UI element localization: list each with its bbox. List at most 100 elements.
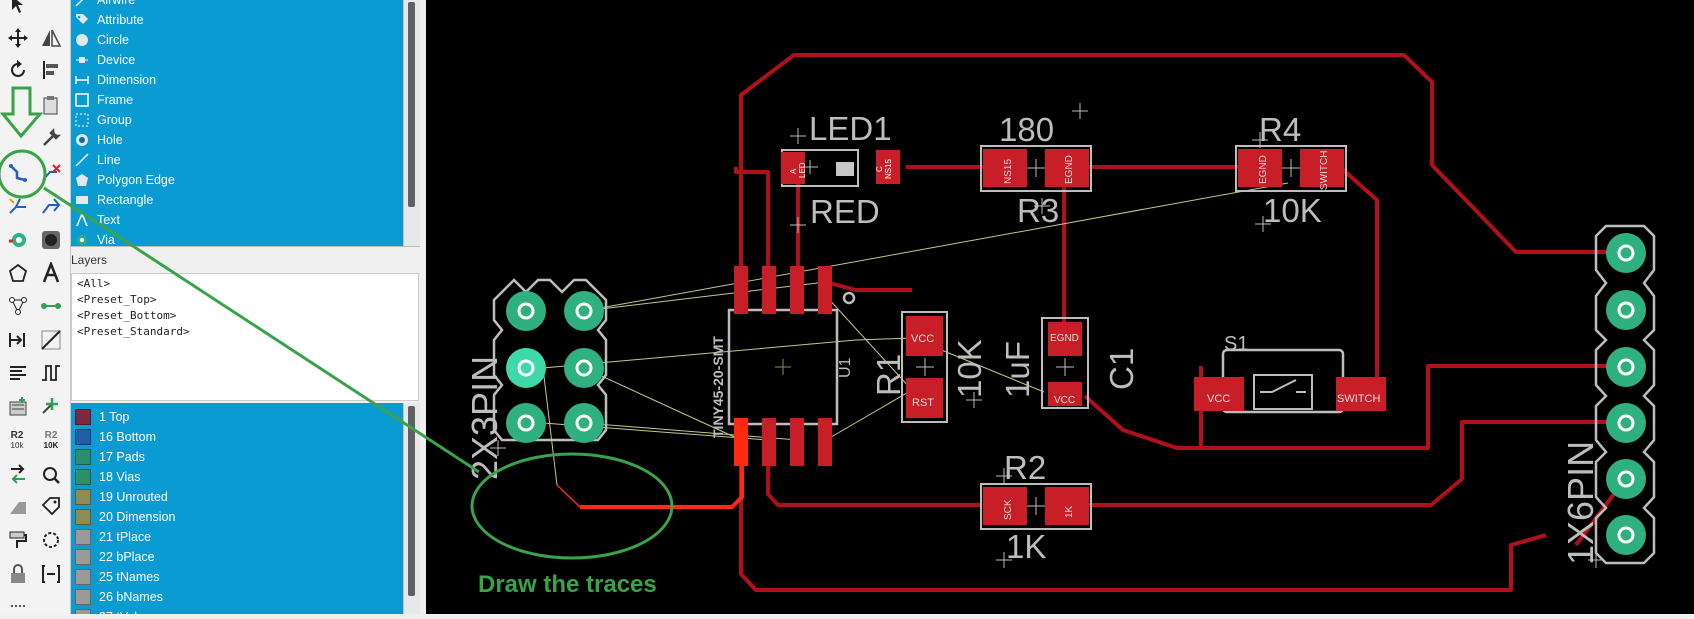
layer-item[interactable]: 17 Pads	[75, 447, 145, 467]
layer-preset-item[interactable]: <Preset_Standard>	[77, 325, 190, 338]
filter-item-frame[interactable]: Frame	[75, 90, 133, 110]
filter-item-text[interactable]: Text	[75, 210, 120, 230]
select-cursor-icon[interactable]	[5, 0, 31, 18]
through-hole-pad[interactable]	[1606, 233, 1646, 273]
r4-footprint[interactable]	[1235, 145, 1347, 192]
align-tool-icon[interactable]	[38, 57, 64, 83]
r1-footprint[interactable]	[901, 311, 948, 423]
via-tool-icon[interactable]	[5, 227, 31, 253]
through-hole-pad[interactable]	[564, 291, 604, 331]
layer-item[interactable]: 25 tNames	[75, 567, 159, 587]
add-part-icon[interactable]	[5, 394, 31, 420]
r2-footprint[interactable]	[980, 483, 1092, 530]
smd-pad[interactable]	[734, 418, 748, 466]
s1-footprint[interactable]	[1194, 348, 1386, 414]
name-tool-icon[interactable]	[38, 494, 64, 520]
move-tool-icon[interactable]	[5, 25, 31, 51]
through-hole-pad[interactable]	[1606, 403, 1646, 443]
trace[interactable]	[1338, 165, 1379, 383]
split-trace-icon[interactable]	[5, 193, 31, 219]
ripup-tool-icon[interactable]	[38, 160, 64, 186]
text-tool-icon[interactable]	[38, 260, 64, 286]
filter-item-line[interactable]: Line	[75, 150, 121, 170]
through-hole-pad[interactable]	[564, 348, 604, 388]
smd-pad[interactable]	[762, 266, 776, 314]
layer-item[interactable]: 20 Dimension	[75, 507, 175, 527]
route-trace-icon[interactable]	[5, 160, 31, 186]
r3-footprint[interactable]	[980, 145, 1092, 192]
smd-pad[interactable]	[790, 266, 804, 314]
meander-tool-icon[interactable]	[38, 360, 64, 386]
filter-item-rectangle[interactable]: Rectangle	[75, 190, 153, 210]
trace[interactable]	[734, 167, 770, 282]
through-hole-pad[interactable]	[1606, 290, 1646, 330]
rotate-tool-icon[interactable]	[5, 57, 31, 83]
layer-preset-item[interactable]: <Preset_Bottom>	[77, 309, 177, 322]
layer-item[interactable]: 19 Unrouted	[75, 487, 168, 507]
errors-tool-icon[interactable]	[38, 561, 64, 587]
filter-item-dimension[interactable]: Dimension	[75, 70, 156, 90]
paste-tool-icon[interactable]	[38, 92, 64, 118]
gate-swap-icon[interactable]	[38, 461, 64, 487]
filter-item-group[interactable]: Group	[75, 110, 132, 130]
connector-1x6pin[interactable]	[1594, 224, 1656, 565]
u1-chip[interactable]	[727, 291, 856, 426]
polygon-tool-icon[interactable]	[5, 260, 31, 286]
through-hole-pad[interactable]	[506, 403, 546, 443]
through-hole-pad[interactable]	[506, 348, 546, 388]
c1-footprint[interactable]	[1041, 317, 1089, 409]
layers-tool-icon[interactable]	[5, 360, 31, 386]
smd-pad[interactable]	[734, 266, 748, 314]
layer-preset-item[interactable]: <Preset_Top>	[77, 293, 157, 306]
smd-pad[interactable]	[790, 418, 804, 466]
smd-pad[interactable]	[818, 418, 832, 466]
mirror-tool-icon[interactable]	[38, 25, 64, 51]
filter-item-airwire[interactable]: Airwire	[75, 0, 135, 10]
smd-pad[interactable]	[818, 266, 832, 314]
filter-item-hole[interactable]: Hole	[75, 130, 123, 150]
change-tool-icon[interactable]	[38, 125, 64, 151]
filter-item-via[interactable]: Via	[75, 230, 115, 246]
layer-item[interactable]: 22 bPlace	[75, 547, 155, 567]
layer-item[interactable]: 27 tValues	[75, 607, 157, 614]
drc-tool-icon[interactable]	[38, 527, 64, 553]
more-tools-icon[interactable]	[5, 593, 31, 619]
filter-item-attribute[interactable]: Attribute	[75, 10, 144, 30]
through-hole-pad[interactable]	[1606, 347, 1646, 387]
trace[interactable]	[825, 280, 912, 292]
hole-tool-icon[interactable]	[38, 227, 64, 253]
led1-footprint[interactable]	[781, 149, 900, 187]
attribute-tool-icon[interactable]	[5, 327, 31, 353]
layer-item[interactable]: 26 bNames	[75, 587, 163, 607]
replace-part-icon[interactable]	[38, 394, 64, 420]
scrollbar-thumb[interactable]	[408, 2, 415, 207]
through-hole-pad[interactable]	[1606, 459, 1646, 499]
through-hole-pad[interactable]	[1606, 515, 1646, 555]
miter-tool-icon[interactable]	[5, 494, 31, 520]
trace[interactable]	[739, 53, 1626, 282]
filter-item-circle[interactable]: Circle	[75, 30, 129, 50]
trace[interactable]	[1083, 364, 1626, 450]
smd-pad[interactable]	[762, 418, 776, 466]
net-tool-icon[interactable]	[5, 293, 31, 319]
layer-scrollbar[interactable]	[403, 403, 420, 614]
optimize-trace-icon[interactable]	[38, 193, 64, 219]
lock-tool-icon[interactable]	[5, 561, 31, 587]
trace[interactable]	[739, 440, 1547, 592]
board-canvas[interactable]: 2X3PIN TINY45-20-SMT U1 A LED C NS15 LED…	[426, 0, 1694, 614]
filter-item-device[interactable]: Device	[75, 50, 135, 70]
layer-item[interactable]: 21 tPlace	[75, 527, 151, 547]
signal-tool-icon[interactable]	[38, 293, 64, 319]
arc-tool-icon[interactable]	[38, 327, 64, 353]
trace[interactable]	[1071, 420, 1626, 507]
filter-item-polygon-edge[interactable]: Polygon Edge	[75, 170, 175, 190]
through-hole-pad[interactable]	[564, 403, 604, 443]
through-hole-pad[interactable]	[506, 291, 546, 331]
scrollbar-thumb[interactable]	[408, 406, 415, 596]
layer-item[interactable]: 1 Top	[75, 407, 129, 427]
layer-item[interactable]: 18 Vias	[75, 467, 140, 487]
layer-item[interactable]: 16 Bottom	[75, 427, 156, 447]
trace[interactable]	[766, 440, 981, 507]
